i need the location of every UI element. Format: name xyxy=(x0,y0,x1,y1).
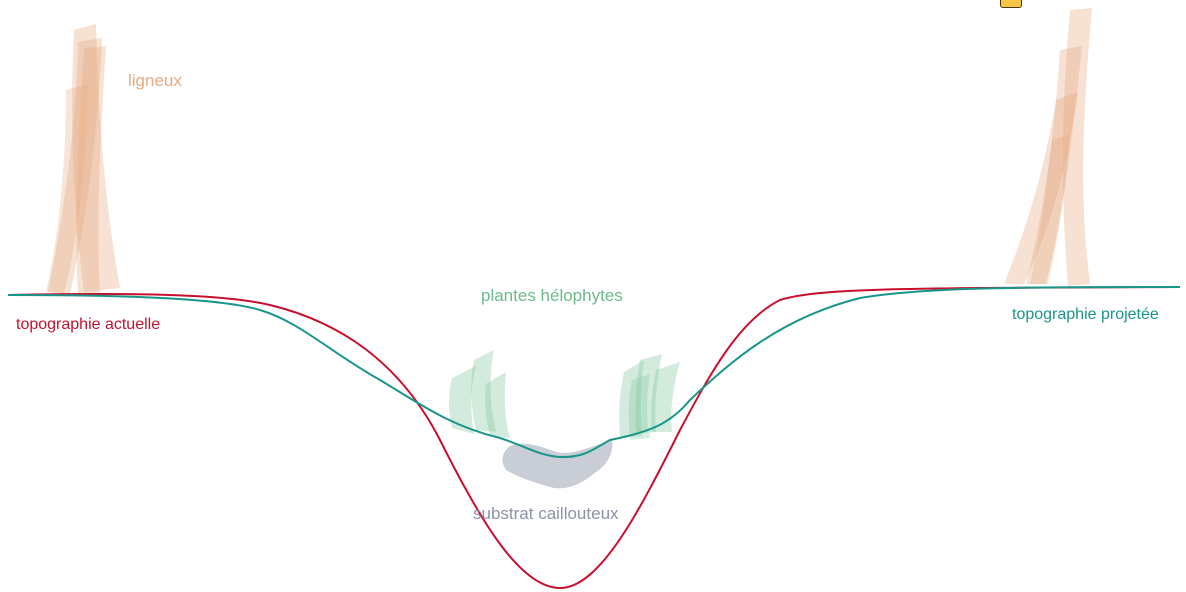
ligneux-left-stem-3 xyxy=(76,46,106,294)
helophyte-right-blade-4 xyxy=(628,374,650,440)
ligneux-right-stem-3 xyxy=(1026,46,1082,284)
ligneux-left-stem-2 xyxy=(48,38,102,294)
ligneux-left-stem-1 xyxy=(72,24,120,292)
helophyte-right-blade-3 xyxy=(651,362,680,432)
helophyte-left-blade-1 xyxy=(449,366,476,434)
substrat-caillouteux-shape xyxy=(502,440,613,489)
label-substrat-caillouteux: substrat caillouteux xyxy=(473,504,619,523)
label-topographie-projetee: topographie projetée xyxy=(1012,306,1159,323)
helophyte-left-blade-2 xyxy=(471,350,496,432)
helophytes-left-group xyxy=(449,350,510,438)
ligneux-right-stem-1 xyxy=(1062,8,1092,286)
ligneux-left-stem-4 xyxy=(46,84,88,294)
helophytes-right-group xyxy=(619,354,680,440)
ligneux-right-stem-4 xyxy=(1030,134,1070,284)
label-plantes-helophytes: plantes hélophytes xyxy=(481,286,623,305)
helophyte-right-blade-1 xyxy=(619,360,644,438)
topographie-projetee-line xyxy=(7,286,1181,459)
ligneux-right-group xyxy=(1004,8,1092,286)
helophyte-right-blade-2 xyxy=(635,354,662,434)
ligneux-left-group xyxy=(46,24,120,294)
label-ligneux: ligneux xyxy=(128,71,182,90)
helophyte-left-blade-3 xyxy=(485,372,510,438)
topographie-actuelle-line xyxy=(7,286,1181,590)
corner-badge-icon[interactable] xyxy=(1000,0,1022,8)
label-topographie-actuelle: topographie actuelle xyxy=(16,316,161,333)
ligneux-right-stem-2 xyxy=(1004,92,1078,284)
